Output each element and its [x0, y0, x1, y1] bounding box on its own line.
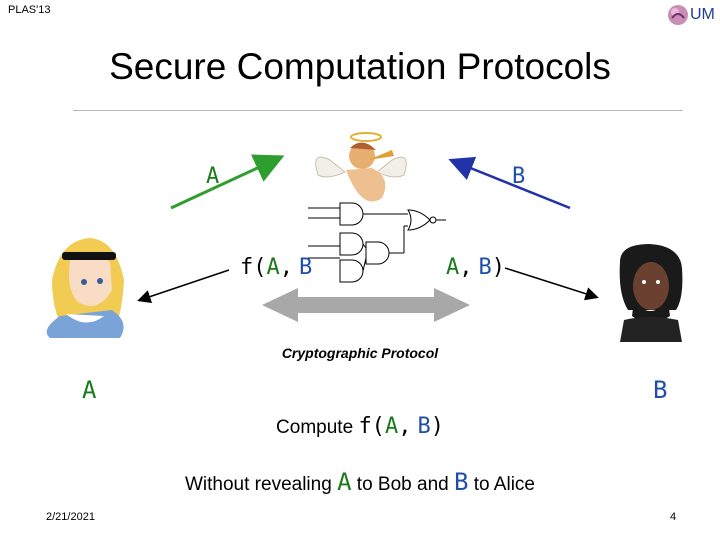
compute-line: Compute f(A,B)	[0, 414, 720, 439]
without-line: Without revealing A to Bob and B to Alic…	[0, 468, 720, 496]
protocol-arrow	[262, 288, 470, 322]
compute-a: A	[385, 414, 398, 439]
without-a: A	[337, 468, 351, 496]
bob-output-arrow	[505, 268, 596, 297]
without-b: B	[454, 468, 468, 496]
output-left-prefix: f(	[240, 255, 267, 280]
bob-icon	[620, 244, 683, 342]
alice-input-label: A	[206, 164, 219, 189]
alice-icon	[47, 238, 124, 338]
compute-b: B	[417, 414, 430, 439]
compute-sep: ,	[398, 414, 411, 439]
output-right-a: A	[446, 255, 459, 280]
output-left-b: B	[299, 255, 312, 280]
output-right-b: B	[479, 255, 492, 280]
footer-date: 2/21/2021	[46, 511, 95, 523]
compute-f-open: f(	[358, 414, 385, 439]
output-right-suffix: )	[492, 255, 505, 280]
angel-icon	[316, 133, 407, 202]
without-part1: Without revealing	[185, 474, 332, 495]
alice-party-label: A	[82, 376, 96, 404]
output-right: A, B)	[446, 255, 505, 280]
without-part3: to Alice	[474, 474, 535, 495]
compute-f-close: )	[431, 414, 444, 439]
footer-page-number: 4	[670, 511, 676, 523]
circuit-icon	[308, 203, 446, 282]
without-part2: to Bob and	[357, 474, 449, 495]
protocol-label: Cryptographic Protocol	[0, 345, 720, 361]
output-right-sep: ,	[459, 255, 472, 280]
compute-prefix: Compute	[276, 417, 353, 438]
output-left-sep: ,	[280, 255, 293, 280]
bob-input-label: B	[512, 164, 525, 189]
output-left-a: A	[267, 255, 280, 280]
output-left: f(A,B	[240, 255, 312, 280]
bob-party-label: B	[653, 376, 667, 404]
alice-input-arrow	[171, 158, 279, 208]
alice-output-arrow	[140, 270, 229, 300]
